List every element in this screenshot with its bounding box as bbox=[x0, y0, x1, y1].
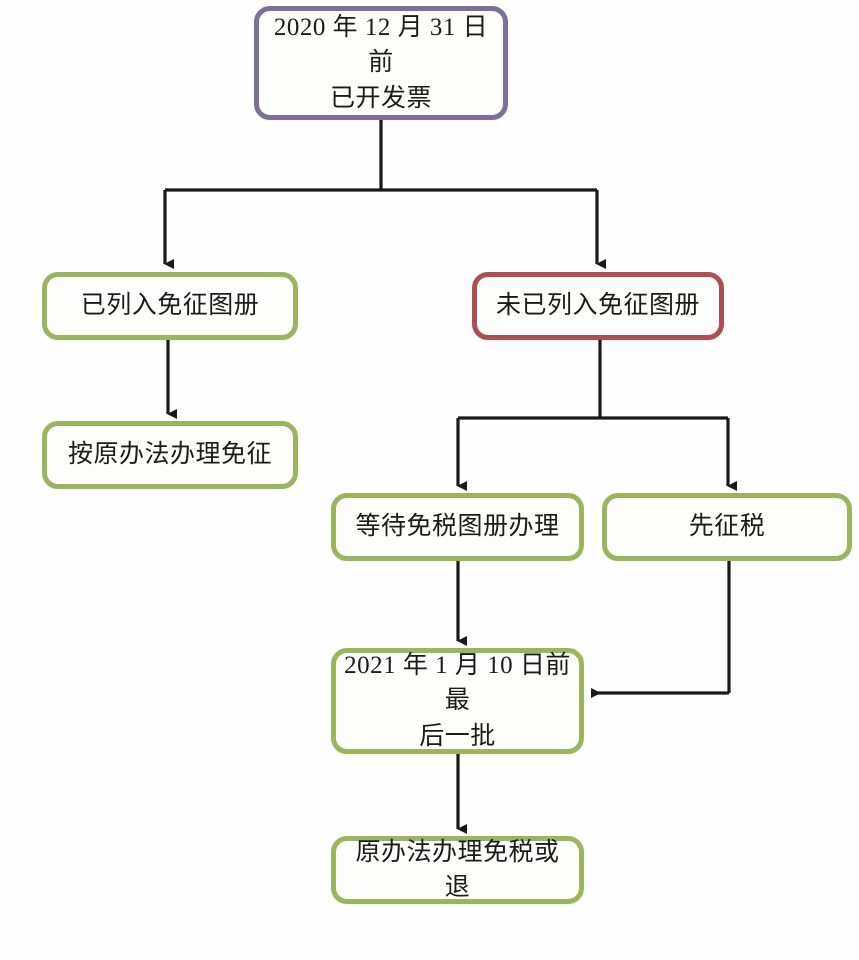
node-label: 等待免税图册办理 bbox=[355, 513, 560, 541]
node-await-tax-free-catalog-processing[interactable]: 等待免税图册办理 bbox=[331, 493, 584, 561]
node-label: 按原办法办理免征 bbox=[67, 441, 272, 469]
node-label: 已列入免征图册 bbox=[80, 292, 260, 320]
node-label: 未已列入免征图册 bbox=[495, 292, 700, 320]
node-label: 2021 年 1 月 10 日前最 后一批 bbox=[344, 651, 571, 750]
node-not-listed-in-exemption-catalog[interactable]: 未已列入免征图册 bbox=[472, 272, 724, 340]
node-levy-tax-first[interactable]: 先征税 bbox=[602, 493, 852, 561]
node-exempt-by-original-method[interactable]: 按原办法办理免征 bbox=[42, 421, 298, 489]
node-label: 先征税 bbox=[688, 513, 766, 541]
node-listed-in-exemption-catalog[interactable]: 已列入免征图册 bbox=[42, 272, 298, 340]
node-label: 原办法办理免税或退 bbox=[355, 838, 560, 902]
node-invoiced-before-2020-12-31[interactable]: 2020 年 12 月 31 日前 已开发票 bbox=[254, 6, 508, 120]
node-exempt-or-refund-by-original-method[interactable]: 原办法办理免税或退 bbox=[331, 836, 584, 904]
node-label: 2020 年 12 月 31 日前 已开发票 bbox=[273, 13, 489, 112]
node-final-batch-before-2021-01-10[interactable]: 2021 年 1 月 10 日前最 后一批 bbox=[331, 648, 584, 754]
